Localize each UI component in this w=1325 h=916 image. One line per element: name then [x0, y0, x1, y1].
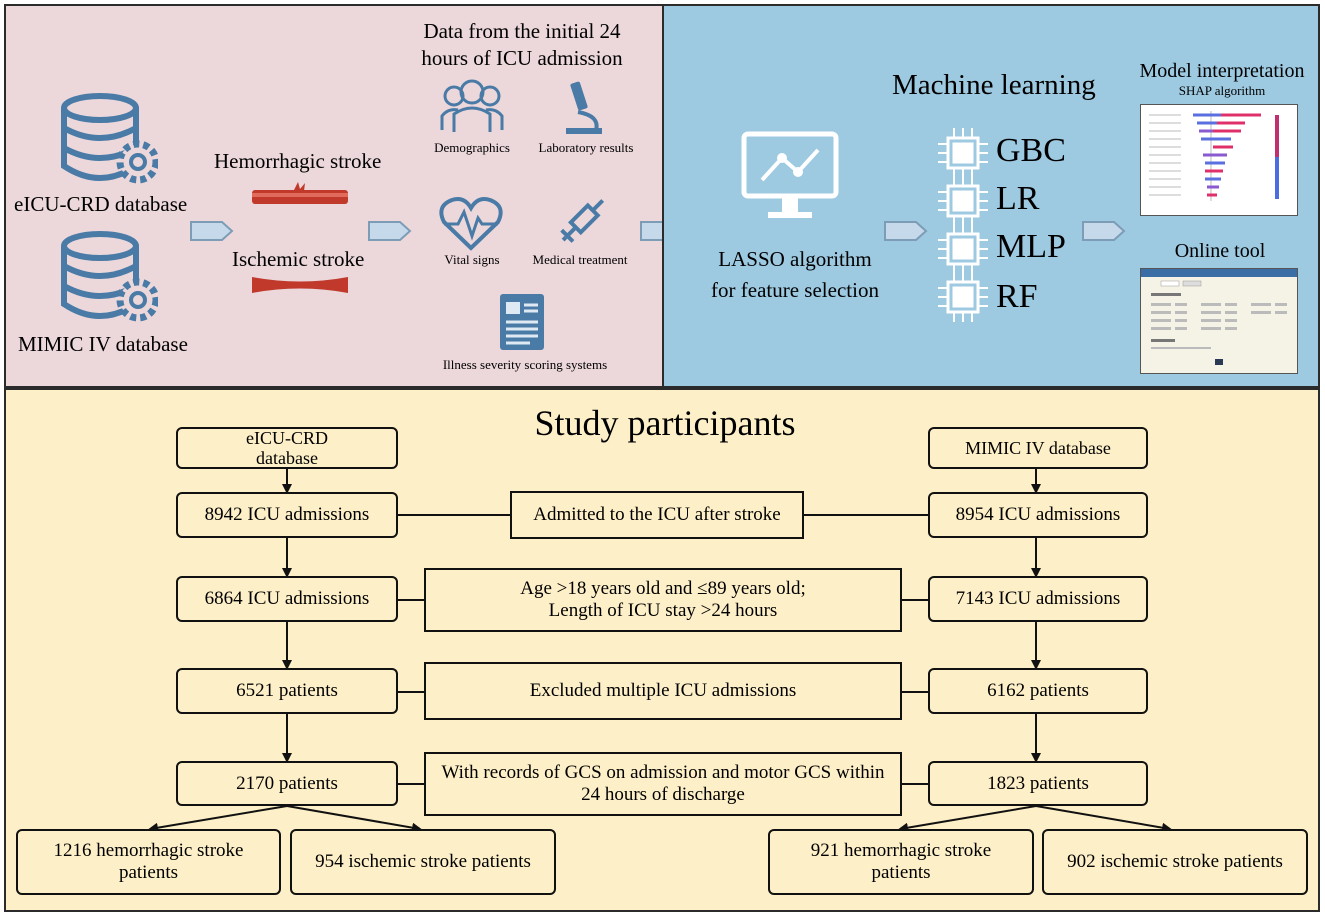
model-gbc: GBC [996, 132, 1066, 169]
model-lr: LR [996, 180, 1040, 217]
database-gear-icon [61, 93, 158, 184]
interp-title: Model interpretation [1139, 60, 1305, 82]
criteria-line: Age >18 years old and ≤89 years old; [520, 578, 806, 599]
left-count-box: 8942 ICU admissions [176, 492, 398, 538]
criteria-box: Admitted to the ICU after stroke [510, 491, 804, 539]
document-icon [500, 294, 544, 350]
ml-title: Machine learning [892, 69, 1096, 101]
online-tool-title: Online tool [1174, 240, 1266, 262]
chevron-arrow-icon [190, 221, 234, 241]
left-count-box: 2170 patients [176, 761, 398, 806]
criteria-box: Excluded multiple ICU admissions [424, 662, 902, 720]
chip-icon [938, 128, 988, 178]
people-icon [440, 79, 504, 132]
outcome-box: 921 hemorrhagic stroke patients [768, 829, 1034, 895]
criteria-line: With records of GCS on admission and mot… [441, 762, 885, 783]
left-count-box: 6864 ICU admissions [176, 576, 398, 622]
web-app-screenshot-icon [1141, 269, 1297, 365]
mimic-db-label: MIMIC IV database [18, 332, 188, 356]
right-count-box: 7143 ICU admissions [928, 576, 1148, 622]
model-mlp: MLP [996, 228, 1066, 265]
data-title-line1: Data from the initial 24 [423, 19, 621, 43]
ischemic-vessel-icon [252, 277, 348, 293]
eicu-source-line2: database [256, 448, 318, 468]
vital-signs-label: Vital signs [444, 252, 500, 267]
outcome-box: 1216 hemorrhagic stroke patients [16, 829, 281, 895]
eicu-source-line1: eICU-CRD [246, 428, 328, 448]
heart-pulse-icon [439, 197, 503, 251]
online-tool-thumbnail [1140, 268, 1298, 374]
demographics-label: Demographics [434, 140, 510, 155]
criteria-line: 24 hours of discharge [581, 784, 745, 805]
criteria-line: Length of ICU stay >24 hours [548, 600, 778, 621]
microscope-icon [566, 81, 602, 134]
ischemic-stroke-label: Ischemic stroke [232, 247, 365, 271]
lasso-line2: for feature selection [711, 278, 879, 302]
chevron-arrow-icon [884, 221, 928, 241]
eicu-source-box: eICU-CRD database [176, 427, 398, 469]
interp-subtitle: SHAP algorithm [1178, 83, 1266, 98]
data-title-line2: hours of ICU admission [421, 46, 623, 70]
shap-plot-thumbnail [1140, 104, 1298, 216]
monitor-chart-icon [741, 131, 839, 218]
outcome-box: 902 ischemic stroke patients [1042, 829, 1308, 895]
medical-treatment-label: Medical treatment [532, 252, 628, 267]
study-title: Study participants [534, 403, 796, 443]
shap-beeswarm-icon [1149, 111, 1279, 201]
left-count-box: 6521 patients [176, 668, 398, 714]
criteria-box: With records of GCS on admission and mot… [424, 752, 902, 816]
right-count-box: 8954 ICU admissions [928, 492, 1148, 538]
chevron-arrow-icon [1082, 221, 1126, 241]
criteria-box: Age >18 years old and ≤89 years old; Len… [424, 568, 902, 632]
model-rf: RF [996, 278, 1038, 315]
syringe-icon [560, 199, 605, 243]
illness-severity-label: Illness severity scoring systems [442, 357, 608, 372]
lasso-line1: LASSO algorithm [718, 247, 872, 271]
outcome-box: 954 ischemic stroke patients [290, 829, 556, 895]
eicu-db-label: eICU-CRD database [14, 192, 188, 216]
hemorrhagic-vessel-icon [252, 182, 348, 204]
right-count-box: 6162 patients [928, 668, 1148, 714]
lab-results-label: Laboratory results [538, 140, 634, 155]
hemorrhagic-stroke-label: Hemorrhagic stroke [214, 149, 382, 173]
right-count-box: 1823 patients [928, 761, 1148, 806]
database-gear-icon [61, 231, 158, 322]
mimic-source-box: MIMIC IV database [928, 427, 1148, 469]
study-participants-panel [4, 388, 1320, 912]
chevron-arrow-icon [368, 221, 412, 241]
chip-icon [938, 272, 988, 322]
